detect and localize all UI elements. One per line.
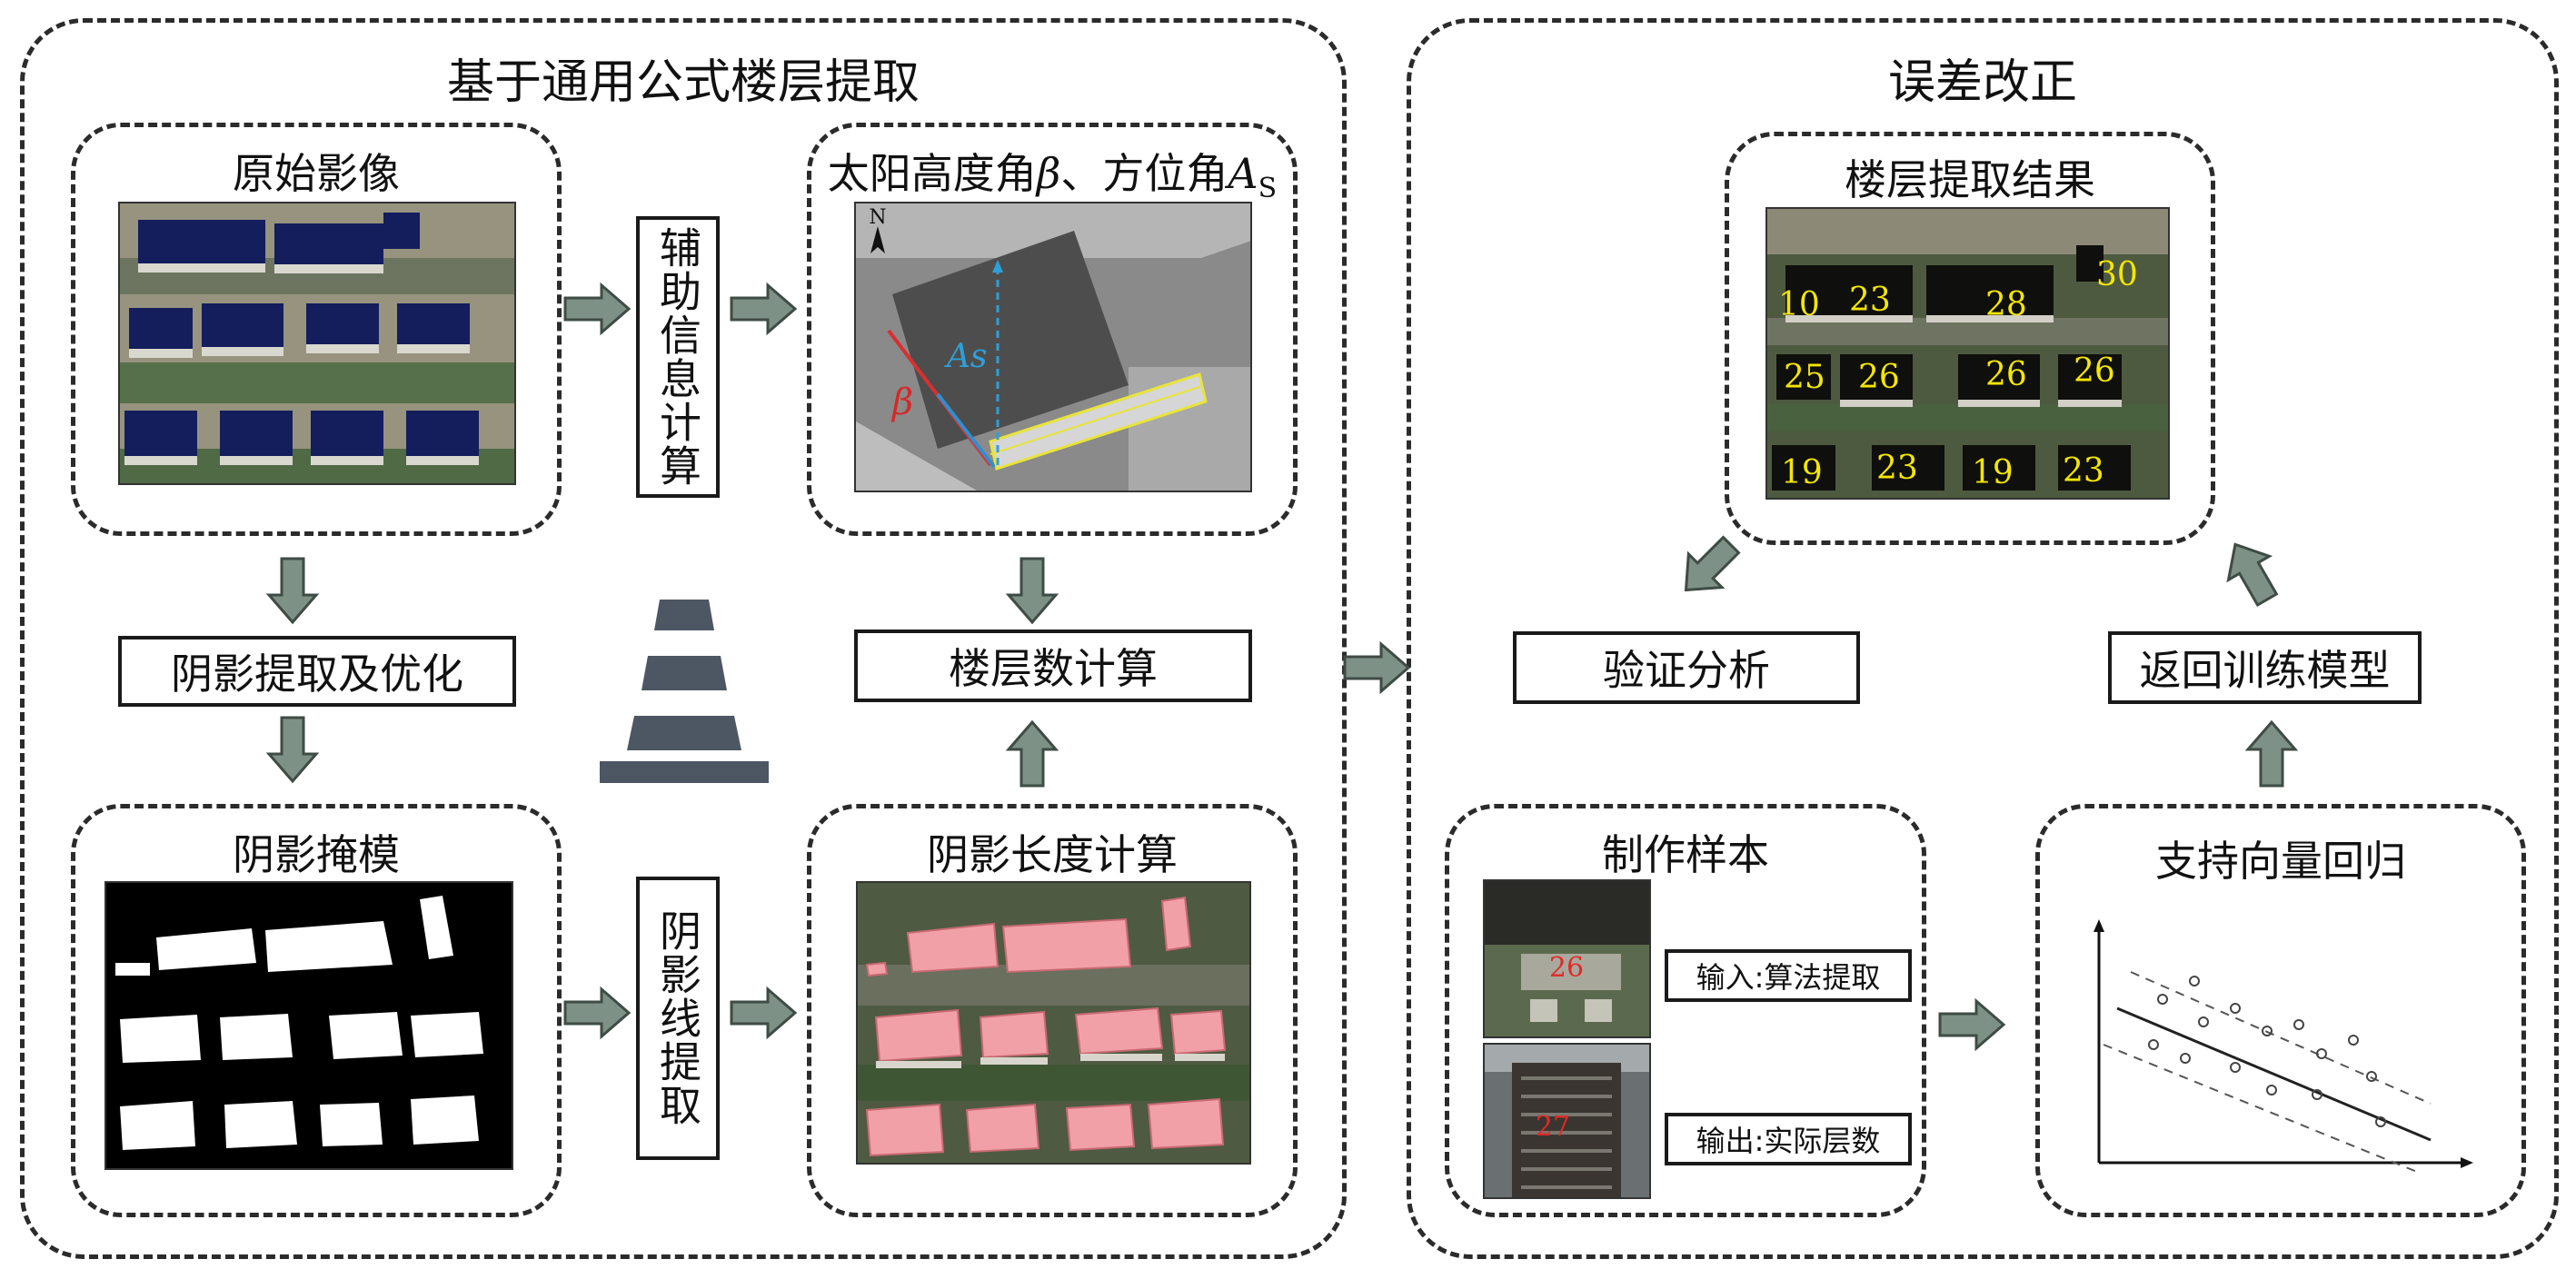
- aux-info-calc-text: 辅助信息计算: [653, 226, 702, 488]
- sample-input-label-box: 输入:算法提取: [1665, 949, 1912, 1002]
- sample-output-label-box: 输出:实际层数: [1665, 1113, 1912, 1165]
- floor-number: 23: [1876, 450, 1918, 487]
- sun-angle-box: [807, 123, 1298, 536]
- floor-calc-box: 楼层数计算: [854, 630, 1252, 702]
- svr-title: 支持向量回归: [2155, 837, 2406, 886]
- left-panel-title: 基于通用公式楼层提取: [446, 55, 920, 110]
- shadow-length-box: [807, 804, 1298, 1217]
- floor-number: 19: [1972, 454, 2014, 491]
- beta-label: β: [890, 382, 913, 423]
- sun-angle-image: N β As: [854, 202, 1252, 492]
- right-panel: [1407, 18, 2559, 1259]
- shadow-length-image: [856, 881, 1251, 1165]
- shadow-line-extraction-box: 阴影线提取: [636, 877, 720, 1160]
- sample-bottom-number: 27: [1536, 1111, 1570, 1143]
- floor-number: 23: [1849, 282, 1891, 319]
- floor-result-title: 楼层提取结果: [1845, 155, 2095, 204]
- svr-plot: [2094, 919, 2473, 1173]
- floor-number: 26: [1985, 356, 2027, 393]
- sample-top-number: 26: [1549, 952, 1584, 984]
- compass-north-label: N: [869, 206, 886, 229]
- original-image-title: 原始影像: [233, 149, 400, 198]
- sample-building-photo: 27: [1483, 1043, 1651, 1199]
- shadow-mask-title: 阴影掩模: [233, 830, 400, 879]
- original-image-box: [71, 123, 562, 536]
- right-panel-title: 误差改正: [1887, 55, 2077, 110]
- samples-title: 制作样本: [1602, 830, 1769, 879]
- floor-result-box: [1725, 132, 2215, 545]
- shadow-length-title: 阴影长度计算: [927, 830, 1178, 879]
- floor-number: 25: [1784, 359, 1825, 396]
- as-label: As: [944, 338, 987, 375]
- floor-number: 23: [2063, 452, 2104, 490]
- traffic-cone-icon: [600, 600, 769, 783]
- floor-number: 30: [2096, 256, 2138, 293]
- sun-angle-title: 太阳高度角β、方位角AS: [827, 149, 1278, 205]
- samples-box: [1445, 804, 1926, 1217]
- shadow-mask-box: [71, 804, 562, 1217]
- shadow-mask-image: [104, 881, 513, 1170]
- floor-number: 10: [1778, 286, 1820, 323]
- floor-result-image: 10 23 28 30 25 26 26 26 19 23 19 23: [1765, 207, 2170, 500]
- arrow-right: [1343, 642, 1410, 693]
- validation-box: 验证分析: [1513, 631, 1860, 704]
- shadow-line-extraction-text: 阴影线提取: [653, 909, 702, 1127]
- floor-number: 26: [1858, 359, 1900, 396]
- left-panel: [20, 18, 1347, 1259]
- sample-satellite-image: 26: [1483, 879, 1651, 1038]
- floor-number: 19: [1781, 454, 1823, 491]
- floor-number: 28: [1985, 286, 2027, 323]
- floor-number: 26: [2074, 352, 2115, 390]
- svr-box: [2035, 804, 2526, 1217]
- aux-info-calc-box: 辅助信息计算: [636, 216, 720, 498]
- original-satellite-image: [118, 202, 516, 485]
- retrain-model-box: 返回训练模型: [2108, 631, 2422, 704]
- shadow-extraction-box: 阴影提取及优化: [118, 636, 516, 707]
